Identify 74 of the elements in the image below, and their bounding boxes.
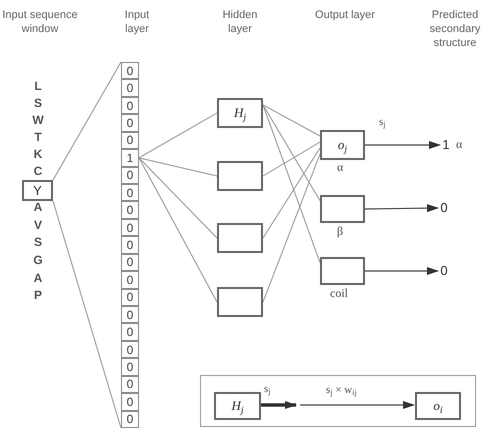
neuron-box	[217, 287, 263, 317]
residue-letter: A	[32, 200, 44, 214]
residue-letter: T	[33, 130, 43, 144]
column-heading: Input layer	[124, 8, 150, 36]
output-node-box: o$_{j}$	[320, 130, 365, 160]
column-heading: Predicted secondary structure	[428, 8, 482, 50]
input-column	[121, 62, 139, 428]
input-cell: 0	[121, 288, 139, 306]
input-cell: 0	[121, 410, 139, 428]
connector-line	[138, 157, 218, 238]
column-heading: Output layer	[315, 8, 375, 22]
input-cell: 0	[121, 358, 139, 376]
residue-letter: C	[32, 164, 44, 178]
input-cell: 0	[121, 79, 139, 97]
output-value: 1	[440, 137, 452, 153]
residue-letter: S	[32, 96, 43, 110]
neuron-box	[217, 161, 263, 191]
node-caption: β	[337, 224, 344, 238]
connector-line	[138, 157, 218, 176]
edge-label: s$_{j}$ × w$_{ij}$	[325, 384, 358, 397]
input-cell: 0	[121, 254, 139, 272]
residue-letter: G	[32, 253, 44, 267]
column-heading: Hidden layer	[222, 8, 258, 36]
residue-letter: W	[32, 113, 44, 127]
output-value: 0	[438, 263, 450, 279]
neuron-box: H$_{j}$	[217, 98, 263, 128]
residue-letter: P	[32, 288, 43, 302]
arrow	[364, 267, 439, 275]
input-cell: 0	[121, 62, 139, 80]
connector-line	[52, 200, 122, 428]
arrow	[300, 401, 415, 409]
neuron-box	[217, 223, 263, 253]
input-cell: 0	[121, 340, 139, 358]
input-cell: 0	[121, 166, 139, 184]
inset-frame	[200, 375, 476, 427]
node-caption: coil	[330, 286, 348, 300]
connector-line	[262, 148, 320, 238]
node-caption: α	[456, 137, 462, 151]
output-node-box	[320, 257, 365, 285]
connector-line	[262, 104, 320, 136]
input-cell: 0	[121, 201, 139, 219]
neuron-box: H$_{j}$	[214, 392, 261, 420]
neuron-box: o$_{i}$	[415, 392, 461, 420]
input-cell: 0	[121, 323, 139, 341]
input-cell: 0	[121, 96, 139, 114]
input-cell: 0	[121, 306, 139, 324]
input-cell: 0	[121, 132, 139, 150]
input-cell: 0	[121, 271, 139, 289]
connector-line	[262, 104, 320, 202]
connector-line	[262, 154, 320, 302]
residue-box: Y	[22, 180, 53, 201]
input-cell: 0	[121, 114, 139, 132]
residue-letter: V	[32, 218, 43, 232]
arrow	[260, 401, 297, 409]
residue-letter: L	[33, 79, 43, 93]
input-cell: 0	[121, 376, 139, 394]
node-caption: α	[337, 160, 344, 174]
input-cell: 0	[121, 218, 139, 236]
arrow	[364, 204, 439, 212]
connector-line	[52, 62, 122, 180]
input-cell: 1	[121, 149, 139, 167]
residue-letter: S	[32, 235, 43, 249]
connector-line	[262, 142, 320, 176]
residue-letter: K	[32, 147, 44, 161]
output-value: 0	[438, 200, 450, 216]
connector-line	[138, 112, 218, 158]
output-node-box	[320, 195, 365, 223]
residue-letter: A	[32, 271, 44, 285]
connector-line	[138, 157, 218, 302]
column-heading: Input sequence window	[2, 8, 78, 36]
input-cell: 0	[121, 184, 139, 202]
arrow	[364, 141, 441, 149]
input-cell: 0	[121, 393, 139, 411]
input-cell: 0	[121, 236, 139, 254]
